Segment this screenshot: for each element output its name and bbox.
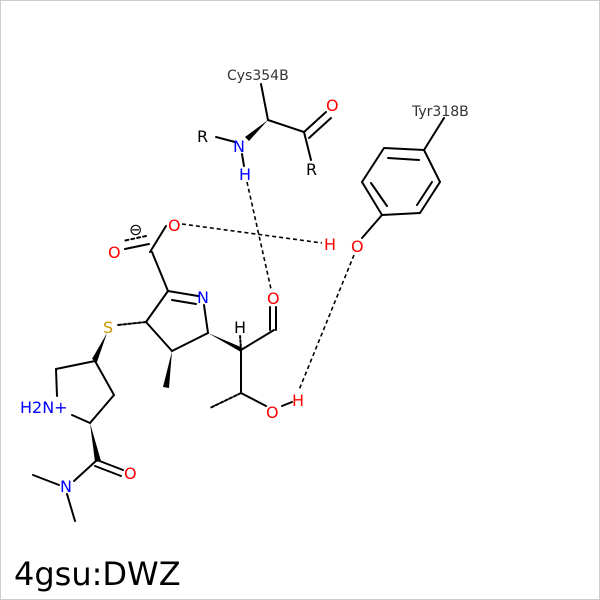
atom-h-cys: H [239,165,251,184]
atom-o-amide: O [124,464,137,483]
atom-n-pyrroline: N [197,288,209,307]
atom-o-cys: O [326,96,339,115]
diagram-title: 4gsu:DWZ [14,555,181,593]
atom-h-hydroxyl: H [292,391,304,410]
hydrogen-bonds [181,181,355,391]
bonds [32,83,445,522]
atom-nh2-plus: H2N+ [20,398,68,417]
atom-n-amide: N [60,477,72,496]
atom-h-tyr: H [324,235,336,254]
atom-labels: O R N H R ⊖ O O H O N O S H H O H2N+ O N [20,96,364,496]
atom-r-left: R [197,127,208,146]
ammonium-label: H2N+ [20,398,68,417]
atom-n-cys: N [233,137,245,156]
atom-o-carboxylate-2: O [108,243,121,262]
atom-o-hydroxyl: O [266,403,279,422]
atom-o-aldehyde: O [267,289,280,308]
atom-o-carboxylate-1: O [168,216,181,235]
charge-minus: ⊖ [129,220,142,239]
atom-o-tyr: O [351,237,364,256]
residue-label-tyr: Tyr318B [411,104,469,120]
residue-label-cys: Cys354B [227,68,289,84]
atom-h-stereo: H [234,318,246,337]
atom-r-right: R [306,160,317,179]
atom-s: S [103,318,113,337]
